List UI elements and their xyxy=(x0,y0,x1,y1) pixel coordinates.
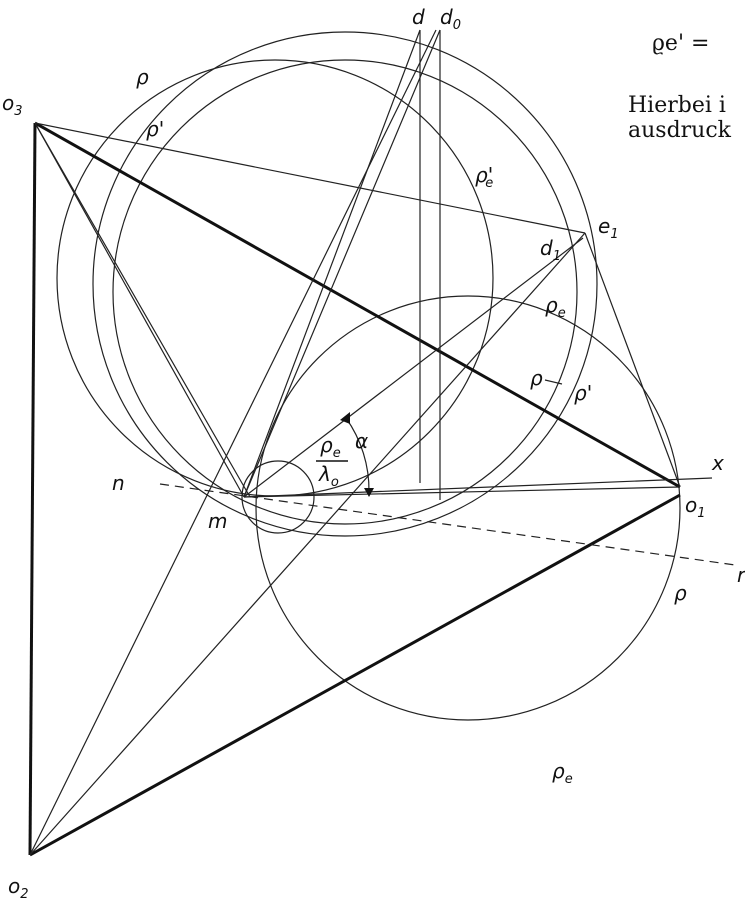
circle-rho-prime xyxy=(112,59,578,525)
angle-alpha-arrow-bottom xyxy=(364,488,374,497)
circle-rho-e xyxy=(255,295,681,721)
label-rho-top: ρ xyxy=(136,65,149,89)
line-o2-o1 xyxy=(29,493,681,857)
label-x: x xyxy=(711,451,724,475)
text-line-1: Hierbei i xyxy=(628,93,726,118)
formula-fragment: ϱe' = xyxy=(652,31,709,56)
small-circle-m xyxy=(241,460,315,534)
text-line-2: ausdruck xyxy=(628,118,732,143)
line-o3-o2 xyxy=(28,122,37,856)
circle-rho-e-prime xyxy=(56,59,494,497)
line-e1-o1 xyxy=(584,232,681,488)
circle-rho xyxy=(92,31,598,537)
label-ratio-numerator: ρe xyxy=(320,433,341,461)
line-o3-e1 xyxy=(34,122,586,234)
line-m-o1 xyxy=(243,486,681,498)
label-d: d xyxy=(412,5,425,29)
angle-alpha-arc xyxy=(345,417,370,493)
label-n: n xyxy=(112,471,125,495)
edge-mark: r xyxy=(737,563,745,587)
label-rho-prime-top: ρ' xyxy=(146,117,164,141)
label-rho-e-right: ρe xyxy=(545,293,566,321)
label-o1: o1 xyxy=(685,493,706,521)
line-o3-o1 xyxy=(34,121,681,489)
label-m: m xyxy=(208,509,227,533)
line-m-d xyxy=(243,29,421,498)
label-e1: e1 xyxy=(598,214,619,242)
label-o2: o2 xyxy=(8,874,29,901)
label-d1: d1 xyxy=(540,236,561,264)
label-rho-e-bottom: ρe xyxy=(552,759,573,787)
label-rho-mid-tick xyxy=(544,379,563,385)
label-rho-mid: ρ xyxy=(530,366,543,390)
label-alpha: α xyxy=(355,429,368,453)
angle-alpha-arrow-top xyxy=(340,412,350,424)
label-ratio-denominator: λo xyxy=(318,462,339,490)
line-m-d1 xyxy=(243,237,584,498)
line-m-x xyxy=(243,477,713,498)
line-n-r-dashed xyxy=(159,483,736,566)
line-o3-m-a xyxy=(34,122,245,498)
label-rho-bottom: ρ xyxy=(674,581,687,605)
line-o2-e1 xyxy=(29,232,586,856)
line-m-d0 xyxy=(243,29,441,498)
label-rho-prime-mid: ρ' xyxy=(574,381,592,405)
label-d0: d0 xyxy=(440,5,461,33)
line-o3-m-b xyxy=(34,122,251,498)
label-o3: o3 xyxy=(2,91,23,119)
label-rho-e-prime: ρ'e xyxy=(475,163,493,191)
